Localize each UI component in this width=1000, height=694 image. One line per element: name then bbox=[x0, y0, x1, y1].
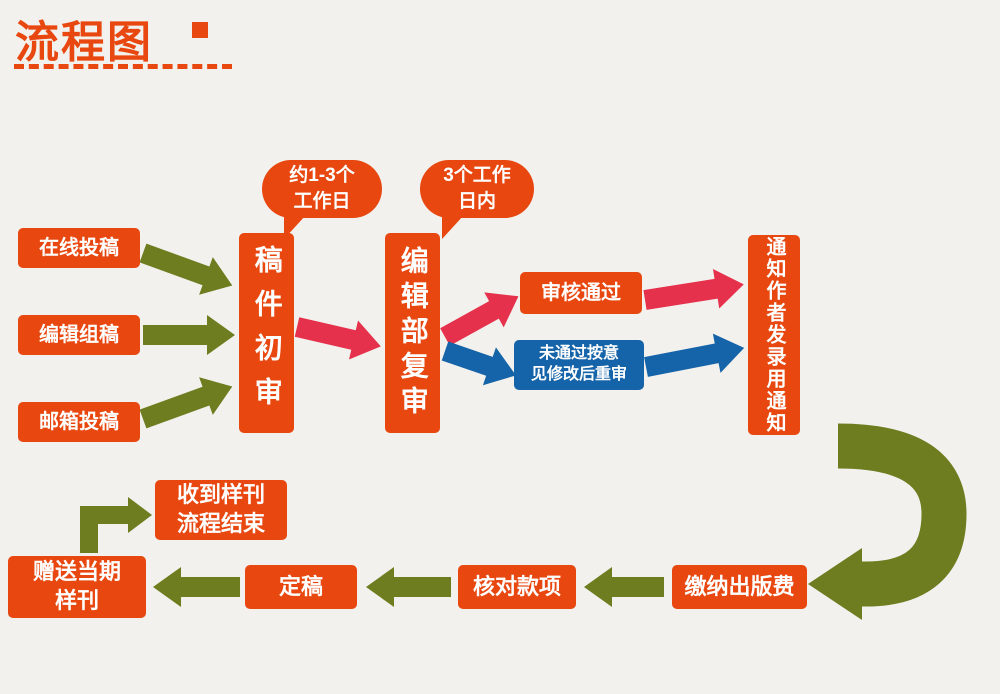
node-receive-sample-end-label: 收到样刊 流程结束 bbox=[176, 482, 265, 536]
arrow-online-to-initial-review-icon bbox=[139, 243, 233, 295]
node-review-passed: 审核通过 bbox=[520, 272, 642, 314]
node-editorial-dept-recheck: 编辑部复审 bbox=[385, 233, 440, 433]
node-notify-author-acceptance-label: 通知作者发录用通知 bbox=[763, 236, 785, 434]
node-editor-solicited-label: 编辑组稿 bbox=[39, 324, 119, 346]
arrow-passed-to-notify-icon bbox=[643, 268, 744, 310]
arrow-payfee-to-verify-icon bbox=[584, 567, 664, 607]
bubble-recheck-duration: 3个工作 日内 bbox=[420, 160, 534, 239]
node-finalize-manuscript-label: 定稿 bbox=[278, 573, 323, 599]
node-review-passed-label: 审核通过 bbox=[541, 282, 621, 304]
node-email-submission: 邮箱投稿 bbox=[18, 402, 140, 442]
node-manuscript-initial-review-label: 稿件初审 bbox=[251, 245, 283, 421]
arrow-uturn-notify-to-payfee-icon bbox=[837, 423, 967, 607]
node-editorial-dept-recheck-label: 编辑部复审 bbox=[397, 245, 429, 421]
node-verify-payment: 核对款项 bbox=[458, 565, 576, 609]
arrow-failed-to-notify-icon bbox=[644, 333, 745, 377]
arrow-recheck-to-passed-icon bbox=[440, 292, 519, 346]
arrow-verify-to-finalize-icon bbox=[366, 567, 451, 607]
page-title: 流程图 bbox=[15, 18, 153, 67]
node-finalize-manuscript: 定稿 bbox=[245, 565, 357, 609]
arrow-email-to-initial-review-icon bbox=[139, 377, 233, 429]
node-gift-current-issue-label: 赠送当期 样刊 bbox=[32, 559, 121, 613]
arrow-uturn-head-icon bbox=[808, 548, 862, 620]
title-underline bbox=[14, 64, 232, 69]
node-pay-publication-fee-label: 缴纳出版费 bbox=[684, 573, 795, 599]
arrow-gift-to-receive-icon bbox=[80, 497, 152, 553]
node-pay-publication-fee: 缴纳出版费 bbox=[672, 565, 807, 609]
node-gift-current-issue: 赠送当期 样刊 bbox=[8, 556, 146, 618]
bubble-initial-review-duration: 约1-3个 工作日 bbox=[262, 160, 382, 239]
arrow-finalize-to-gift-icon bbox=[153, 567, 240, 607]
node-manuscript-initial-review: 稿件初审 bbox=[239, 233, 294, 433]
node-review-not-passed: 未通过按意 见修改后重审 bbox=[514, 340, 644, 390]
node-review-not-passed-label: 未通过按意 见修改后重审 bbox=[530, 345, 627, 383]
node-notify-author-acceptance: 通知作者发录用通知 bbox=[748, 235, 800, 435]
arrow-initial-to-recheck-icon bbox=[294, 317, 381, 360]
node-email-submission-label: 邮箱投稿 bbox=[39, 411, 119, 433]
node-online-submission: 在线投稿 bbox=[18, 228, 140, 268]
node-verify-payment-label: 核对款项 bbox=[472, 573, 561, 599]
node-online-submission-label: 在线投稿 bbox=[39, 237, 119, 259]
node-receive-sample-end: 收到样刊 流程结束 bbox=[155, 480, 287, 540]
node-editor-solicited: 编辑组稿 bbox=[18, 315, 140, 355]
title-square-icon bbox=[192, 22, 208, 38]
arrow-recheck-to-failed-icon bbox=[441, 341, 516, 386]
arrow-editor-to-initial-review-icon bbox=[143, 315, 235, 355]
